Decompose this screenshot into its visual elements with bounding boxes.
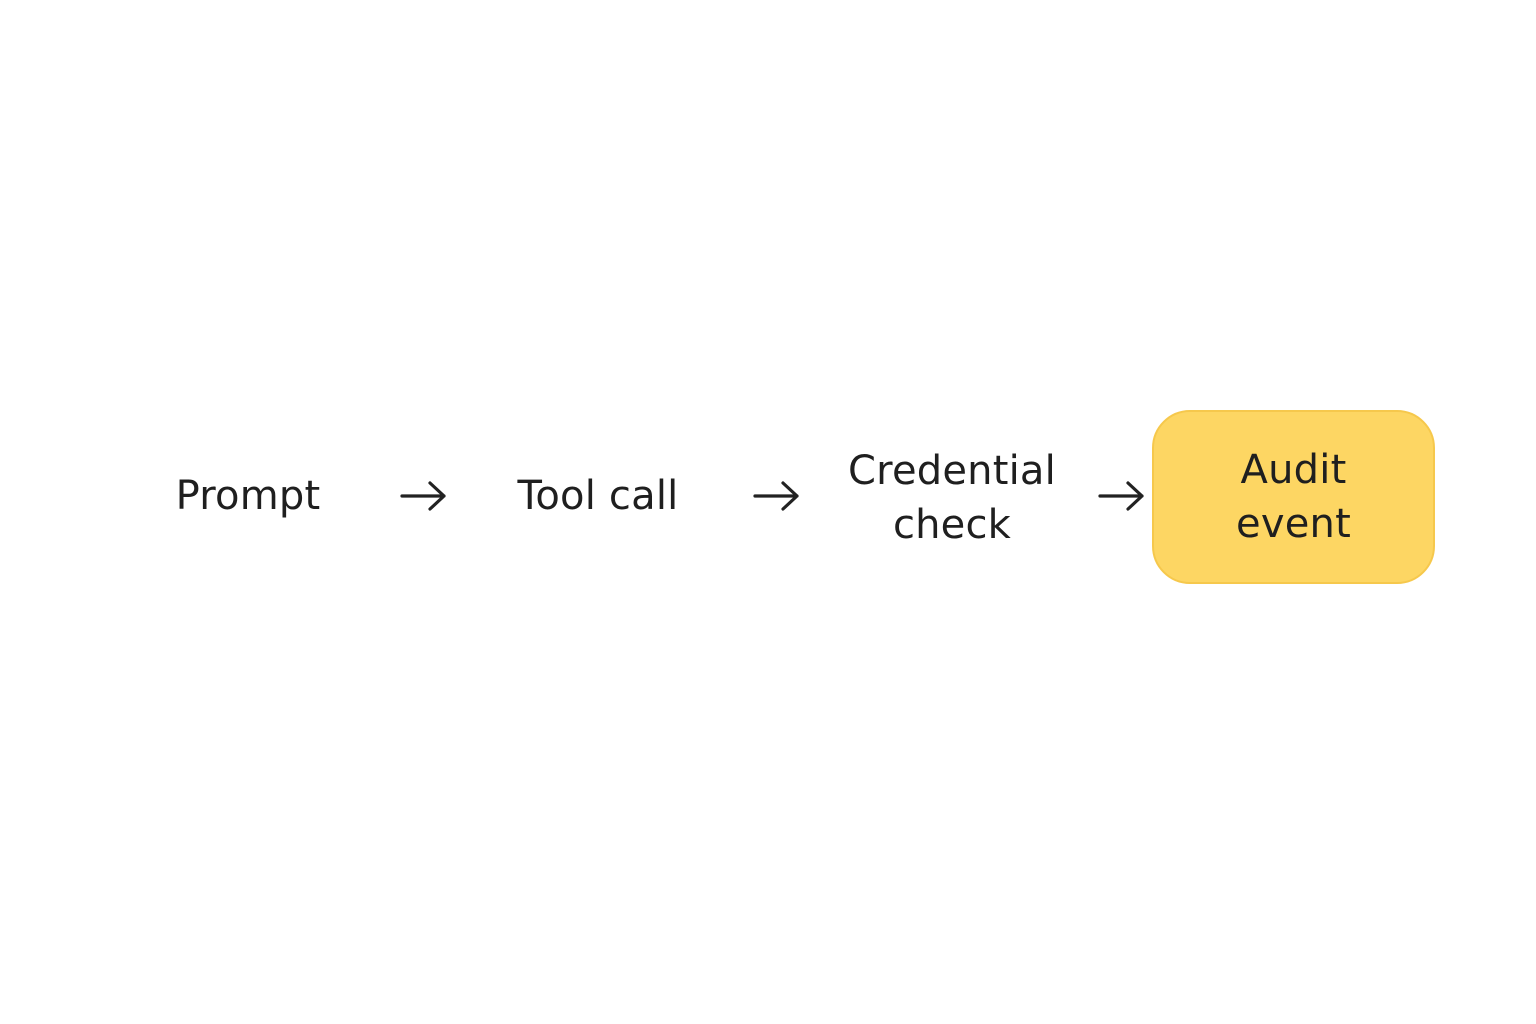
step-tool-call: Tool call xyxy=(478,460,718,532)
arrow-right-icon xyxy=(749,471,805,521)
step-credential-check-label: Credential check xyxy=(848,448,1056,548)
arrow-right-icon xyxy=(396,471,452,521)
step-audit-event: Audit event xyxy=(1152,410,1435,584)
step-prompt-label: Prompt xyxy=(175,473,321,519)
step-prompt: Prompt xyxy=(148,460,348,532)
step-credential-check: Credential check xyxy=(826,443,1078,553)
step-audit-event-label: Audit event xyxy=(1236,447,1351,547)
step-tool-call-label: Tool call xyxy=(517,473,679,519)
arrow-right-icon xyxy=(1094,471,1150,521)
